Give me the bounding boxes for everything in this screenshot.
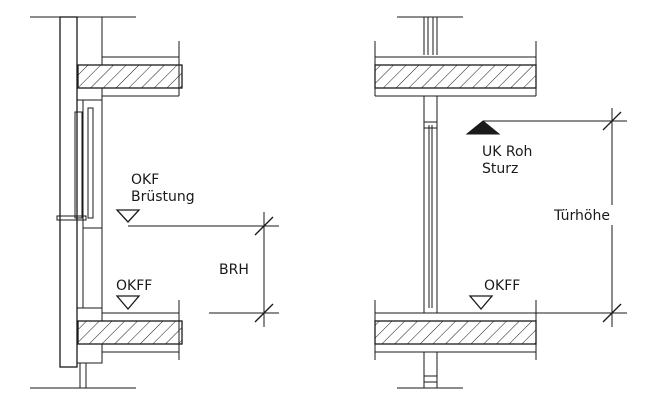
level-marker-okff-left-icon <box>115 295 141 311</box>
window-section-left: OKF Brüstung OKFF BRH <box>30 16 279 389</box>
slab-right-bottom <box>374 320 537 345</box>
slab-left-top <box>77 64 183 89</box>
label-bg-tuerhoehe <box>553 205 613 225</box>
label-okff-right: OKFF <box>484 278 520 294</box>
level-marker-okff-right-icon <box>468 295 494 311</box>
slab-right-top <box>374 64 537 89</box>
window-sill <box>56 215 87 221</box>
door-frame <box>423 17 438 388</box>
level-marker-okf-icon <box>115 209 141 223</box>
label-tuerhoehe: Türhöhe <box>553 208 610 224</box>
label-okf: OKF <box>131 172 159 188</box>
slab-left-bottom <box>77 320 183 345</box>
label-okff-left: OKFF <box>116 278 152 294</box>
level-marker-uk-sturz-icon <box>465 120 501 135</box>
label-uk-roh: UK Roh <box>482 144 532 160</box>
label-sturz: Sturz <box>482 161 518 177</box>
label-brh: BRH <box>219 262 249 278</box>
label-bruestung: Brüstung <box>131 189 195 205</box>
door-section-right: UK Roh Sturz OKFF Türhöhe <box>374 16 627 389</box>
dimension-brh <box>209 212 279 327</box>
